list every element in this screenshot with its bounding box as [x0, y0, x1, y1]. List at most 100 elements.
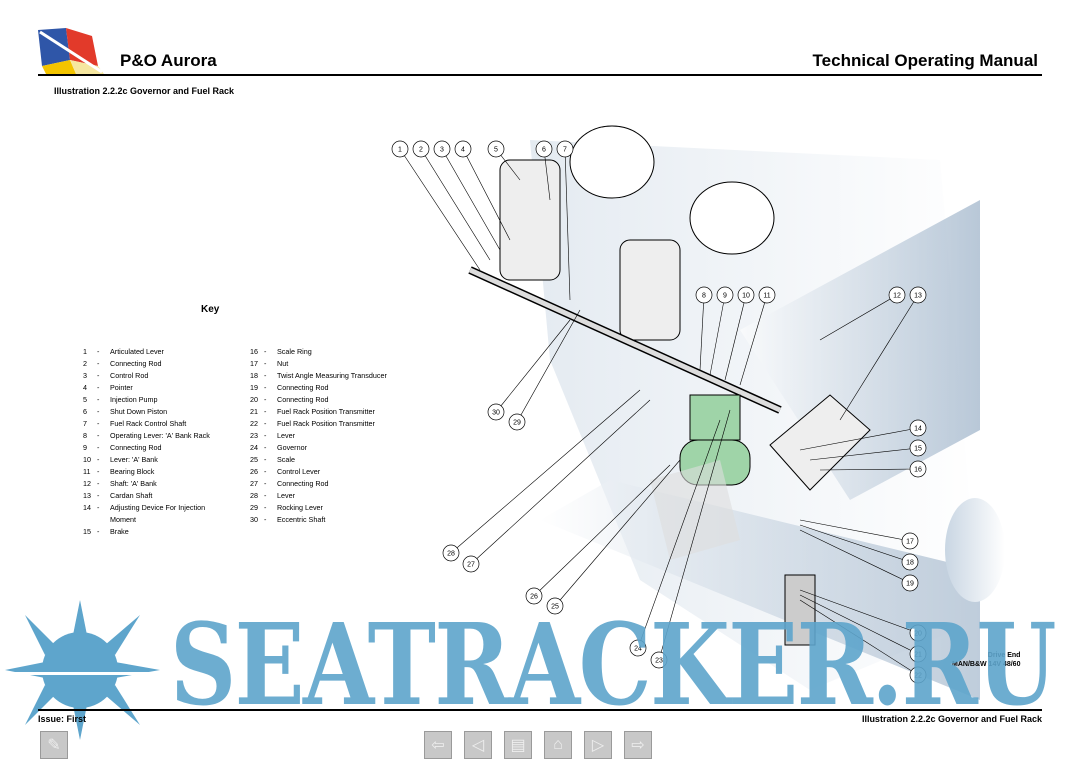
print-button[interactable]: ✎	[40, 731, 68, 759]
key-item: 27-Connecting Rod	[250, 478, 397, 490]
callout-7: 7	[556, 140, 574, 301]
next-page-button[interactable]: ▷	[584, 731, 612, 759]
callout-number: 11	[763, 293, 770, 300]
callout-circle	[901, 553, 919, 571]
key-lbl: Scale	[277, 455, 295, 464]
key-lbl: Lever	[277, 491, 295, 500]
callout-number: 6	[542, 147, 546, 154]
key-item: 29-Rocking Lever	[250, 502, 397, 514]
key-dash: -	[97, 371, 100, 380]
key-num: 24	[250, 443, 258, 452]
arrow-right-icon: ⇨	[631, 737, 645, 754]
leader-line	[799, 589, 919, 634]
leader-line	[799, 594, 919, 655]
callout-circle	[454, 140, 472, 158]
leader-line	[554, 459, 681, 607]
footer-divider	[38, 709, 1042, 711]
key-item: 10-Lever: 'A' Bank	[83, 454, 230, 466]
home-icon: ⌂	[553, 736, 563, 753]
callout-circle	[433, 140, 451, 158]
key-dash: -	[264, 395, 267, 404]
leader-line	[819, 468, 919, 471]
callout-circle	[695, 286, 713, 304]
key-num: 8	[83, 431, 87, 440]
key-dash: -	[264, 467, 267, 476]
callout-number: 14	[914, 426, 922, 433]
key-dash: -	[97, 359, 100, 368]
key-lbl: Pointer	[110, 383, 133, 392]
key-lbl: Fuel Rack Position Transmitter	[277, 419, 375, 428]
key-lbl: Shut Down Piston	[110, 407, 168, 416]
key-dash: -	[97, 503, 100, 512]
callout-number: 3	[440, 147, 444, 154]
callout-17: 17	[799, 519, 919, 550]
leader-line	[799, 427, 919, 451]
callout-circle	[546, 597, 564, 615]
key-item: 11-Bearing Block	[83, 466, 230, 478]
leader-line	[799, 599, 919, 676]
leader-line	[637, 419, 721, 649]
callout-number: 30	[492, 410, 500, 417]
arrow-left-icon: ⇦	[431, 737, 445, 754]
callout-2: 2	[412, 140, 491, 261]
key-num: 1	[83, 347, 87, 356]
key-lbl: Connecting Rod	[277, 479, 329, 488]
key-num: 14	[83, 503, 91, 512]
key-item: 8-Operating Lever: 'A' Bank Rack	[83, 430, 230, 442]
key-item: 20-Connecting Rod	[250, 394, 397, 406]
callout-20: 20	[799, 589, 927, 642]
key-lbl: Control Lever	[277, 467, 321, 476]
callout-number: 17	[906, 539, 914, 546]
callout-circle	[629, 639, 647, 657]
callout-number: 29	[513, 420, 521, 427]
manual-title: Technical Operating Manual	[812, 51, 1038, 70]
callout-23: 23	[650, 409, 731, 669]
key-lbl: Fuel Rack Position Transmitter	[277, 407, 375, 416]
callout-number: 20	[914, 631, 922, 638]
callout-number: 12	[893, 293, 901, 300]
key-lbl: Cardan Shaft	[110, 491, 153, 500]
leader-line	[470, 399, 651, 565]
key-num: 4	[83, 383, 87, 392]
home-button[interactable]: ⌂	[544, 731, 572, 759]
key-dash: -	[264, 491, 267, 500]
key-item: 14-Adjusting Device For Injection Moment	[83, 502, 230, 526]
callout-circle	[487, 403, 505, 421]
callout-22: 22	[799, 599, 927, 684]
callout-number: 21	[914, 652, 922, 659]
key-num: 20	[250, 395, 258, 404]
key-lbl: Bearing Block	[110, 467, 155, 476]
callout-circle	[650, 651, 668, 669]
callout-number: 2	[419, 147, 423, 154]
key-dash: -	[264, 515, 267, 524]
key-lbl: Control Rod	[110, 371, 149, 380]
key-dash: -	[264, 431, 267, 440]
previous-page-button[interactable]: ◁	[464, 731, 492, 759]
callout-circle	[909, 624, 927, 642]
leader-line	[564, 148, 571, 301]
key-dash: -	[264, 443, 267, 452]
callout-8: 8	[695, 286, 713, 371]
callout-12: 12	[819, 286, 906, 341]
key-dash: -	[97, 395, 100, 404]
leader-line	[399, 148, 481, 271]
drive-end-text: Drive End	[987, 652, 1021, 659]
contents-button[interactable]: ▤	[504, 731, 532, 759]
callout-circle	[909, 419, 927, 437]
seatracker-watermark: SEATRACKER.RU	[170, 600, 1056, 731]
key-item: 9-Connecting Rod	[83, 442, 230, 454]
callout-number: 24	[634, 646, 642, 653]
key-dash: -	[264, 479, 267, 488]
key-lbl: Fuel Rack Control Shaft	[110, 419, 187, 428]
key-item: 30-Eccentric Shaft	[250, 514, 397, 526]
key-dash: -	[97, 407, 100, 416]
first-page-button[interactable]: ⇦	[424, 731, 452, 759]
callout-6: 6	[535, 140, 553, 201]
key-lbl: Governor	[277, 443, 307, 452]
callout-circle	[909, 439, 927, 457]
last-page-button[interactable]: ⇨	[624, 731, 652, 759]
key-num: 5	[83, 395, 87, 404]
callout-28: 28	[442, 389, 641, 562]
key-lbl: Brake	[110, 527, 129, 536]
